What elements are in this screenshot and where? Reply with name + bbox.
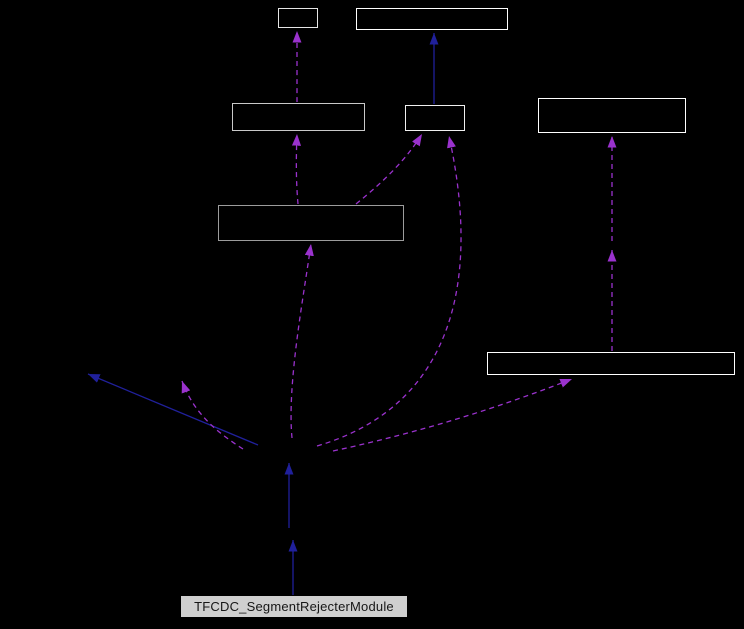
class-node-g[interactable] xyxy=(487,352,735,375)
class-node-a[interactable] xyxy=(278,8,318,28)
class-node-c[interactable] xyxy=(232,103,365,131)
class-node-current: TFCDC_SegmentRejecterModule xyxy=(180,595,408,618)
edge-hidden-2-to-f xyxy=(290,243,314,439)
edge-f-to-c xyxy=(291,133,302,205)
class-node-d[interactable] xyxy=(405,105,465,131)
edge-hidden-2-to-d xyxy=(316,135,462,447)
edge-f-to-d xyxy=(355,133,423,205)
class-node-e[interactable] xyxy=(538,98,686,133)
edge-hidden-2-to-hidden-4 xyxy=(181,380,244,450)
class-node-b[interactable] xyxy=(356,8,508,30)
edge-hidden-2-to-g xyxy=(332,378,573,452)
class-node-f[interactable] xyxy=(218,205,404,241)
edge-hidden-2-to-hidden-3 xyxy=(87,373,259,446)
